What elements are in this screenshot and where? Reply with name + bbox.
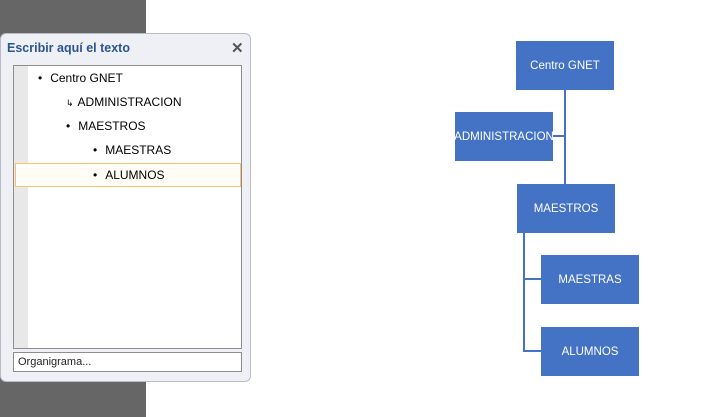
- org-node-alumnos[interactable]: ALUMNOS: [541, 327, 639, 376]
- organigrama-link[interactable]: Organigrama...: [13, 352, 242, 372]
- selected-line-highlight: [15, 163, 241, 187]
- bullet-icon: •: [38, 71, 43, 85]
- tree-item-maestros[interactable]: • MAESTROS: [66, 115, 146, 137]
- text-tree[interactable]: • Centro GNET ↳ADMINISTRACION • MAESTROS •…: [13, 65, 242, 349]
- org-node-maestros[interactable]: MAESTROS: [517, 184, 615, 233]
- connector-line: [564, 90, 566, 184]
- close-icon[interactable]: ✕: [231, 40, 244, 57]
- tree-item-centro-gnet[interactable]: • Centro GNET: [38, 67, 123, 89]
- bullet-icon: •: [93, 168, 98, 182]
- org-node-administracion[interactable]: ADMINISTRACION: [454, 112, 554, 161]
- pane-title: Escribir aquí el texto: [7, 41, 130, 55]
- text-pane: Escribir aquí el texto ✕ •Centro GNET ↳A…: [0, 33, 251, 382]
- tree-item-maestras[interactable]: • MAESTRAS: [93, 139, 171, 161]
- org-node-centro-gnet[interactable]: Centro GNET: [516, 41, 614, 90]
- tree-item-alumnos[interactable]: • ALUMNOS: [93, 164, 165, 186]
- tree-item-label: MAESTROS: [78, 119, 146, 133]
- assistant-arrow-icon: ↳: [66, 98, 74, 108]
- bullet-icon: •: [66, 119, 71, 133]
- tree-item-label: MAESTRAS: [105, 143, 172, 157]
- connector-line: [523, 278, 541, 280]
- org-node-maestras[interactable]: MAESTRAS: [541, 255, 639, 304]
- tree-item-label: ALUMNOS: [105, 168, 165, 182]
- connector-line: [553, 135, 565, 137]
- tree-item-label: Centro GNET: [50, 71, 123, 85]
- connector-line: [523, 350, 541, 352]
- tree-item-label: ADMINISTRACION: [77, 95, 182, 109]
- connector-line: [523, 233, 525, 351]
- bullet-icon: •: [93, 143, 98, 157]
- tree-item-administracion[interactable]: ↳ADMINISTRACION: [66, 91, 182, 113]
- tree-gutter: [14, 66, 28, 348]
